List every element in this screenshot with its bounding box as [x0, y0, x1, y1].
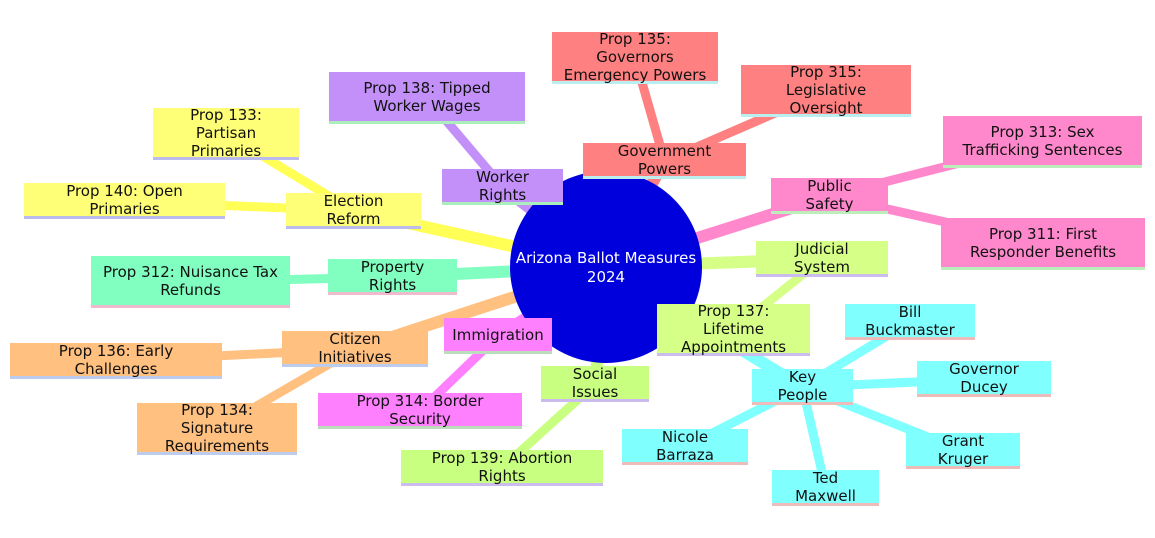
node-key-people-leaf-0-label: Bill Buckmaster [865, 302, 955, 339]
node-citizen-initiatives-leaf-1[interactable]: Prop 134: Signature Requirements [137, 400, 297, 455]
node-government-powers-leaf-1[interactable]: Prop 315: Legislative Oversight [741, 62, 911, 117]
node-public-safety-leaf-0[interactable]: Prop 313: Sex Trafficking Sentences [943, 116, 1142, 168]
node-key-people-leaf-1[interactable]: Governor Ducey [917, 359, 1051, 397]
node-key-people-leaf-2[interactable]: Grant Kruger [906, 431, 1020, 469]
node-key-people-leaf-1-label: Governor Ducey [949, 359, 1019, 396]
node-citizen-initiatives-label: Citizen Initiatives [318, 329, 392, 366]
node-public-safety-leaf-1[interactable]: Prop 311: First Responder Benefits [941, 218, 1145, 270]
node-judicial-system-leaf-0[interactable]: Prop 137: Lifetime Appointments [657, 301, 810, 356]
node-key-people-leaf-4[interactable]: Nicole Barraza [622, 427, 748, 465]
node-government-powers[interactable]: Government Powers [583, 141, 746, 179]
node-government-powers-leaf-1-label: Prop 315: Legislative Oversight [785, 62, 867, 117]
node-key-people-leaf-4-label: Nicole Barraza [656, 427, 714, 464]
node-public-safety-leaf-0-label: Prop 313: Sex Trafficking Sentences [962, 122, 1123, 159]
node-government-powers-leaf-0-label: Prop 135: Governors Emergency Powers [563, 29, 707, 84]
node-public-safety[interactable]: Public Safety [771, 176, 888, 214]
node-key-people[interactable]: Key People [752, 367, 853, 405]
node-citizen-initiatives-leaf-0-label: Prop 136: Early Challenges [58, 341, 174, 378]
node-citizen-initiatives-leaf-1-label: Prop 134: Signature Requirements [164, 400, 270, 455]
node-immigration-leaf-0[interactable]: Prop 314: Border Security [318, 391, 522, 429]
node-key-people-leaf-0[interactable]: Bill Buckmaster [845, 302, 975, 340]
node-worker-rights[interactable]: Worker Rights [442, 167, 563, 205]
node-key-people-leaf-3-label: Ted Maxwell [795, 468, 856, 505]
node-immigration[interactable]: Immigration [444, 318, 552, 354]
node-property-rights[interactable]: Property Rights [328, 257, 457, 295]
root-node-label: Arizona Ballot Measures 2024 [515, 249, 697, 286]
node-worker-rights-leaf-0[interactable]: Prop 138: Tipped Worker Wages [329, 72, 525, 124]
root-node-circle[interactable] [510, 171, 702, 363]
node-immigration-leaf-0-label: Prop 314: Border Security [356, 391, 484, 428]
node-social-issues-leaf-0-label: Prop 139: Abortion Rights [431, 448, 573, 485]
node-citizen-initiatives[interactable]: Citizen Initiatives [282, 329, 428, 367]
node-judicial-system-leaf-0-label: Prop 137: Lifetime Appointments [680, 301, 787, 356]
node-public-safety-label: Public Safety [805, 176, 854, 213]
node-property-rights-label: Property Rights [360, 257, 425, 294]
node-property-rights-leaf-0-label: Prop 312: Nuisance Tax Refunds [103, 262, 278, 299]
node-key-people-leaf-2-label: Grant Kruger [937, 431, 989, 468]
node-election-reform[interactable]: Election Reform [286, 191, 421, 229]
node-worker-rights-label: Worker Rights [476, 167, 529, 204]
node-social-issues-label: Social Issues [571, 364, 619, 401]
node-public-safety-leaf-1-label: Prop 311: First Responder Benefits [969, 224, 1117, 261]
node-citizen-initiatives-leaf-0[interactable]: Prop 136: Early Challenges [10, 341, 222, 379]
node-election-reform-label: Election Reform [323, 191, 384, 228]
node-election-reform-leaf-0-label: Prop 133: Partisan Primaries [190, 105, 262, 160]
node-worker-rights-leaf-0-label: Prop 138: Tipped Worker Wages [363, 78, 491, 115]
node-government-powers-leaf-0[interactable]: Prop 135: Governors Emergency Powers [552, 29, 718, 84]
node-election-reform-leaf-0[interactable]: Prop 133: Partisan Primaries [153, 105, 299, 160]
node-key-people-leaf-3[interactable]: Ted Maxwell [772, 468, 879, 506]
node-social-issues[interactable]: Social Issues [541, 364, 649, 402]
node-government-powers-label: Government Powers [617, 141, 712, 178]
node-judicial-system-label: Judicial System [794, 239, 850, 276]
node-election-reform-leaf-1-label: Prop 140: Open Primaries [66, 181, 183, 218]
node-social-issues-leaf-0[interactable]: Prop 139: Abortion Rights [401, 448, 603, 486]
node-immigration-label: Immigration [452, 325, 544, 344]
node-judicial-system[interactable]: Judicial System [756, 239, 888, 277]
node-election-reform-leaf-1[interactable]: Prop 140: Open Primaries [24, 181, 225, 219]
node-property-rights-leaf-0[interactable]: Prop 312: Nuisance Tax Refunds [91, 256, 290, 308]
node-key-people-label: Key People [777, 367, 828, 404]
